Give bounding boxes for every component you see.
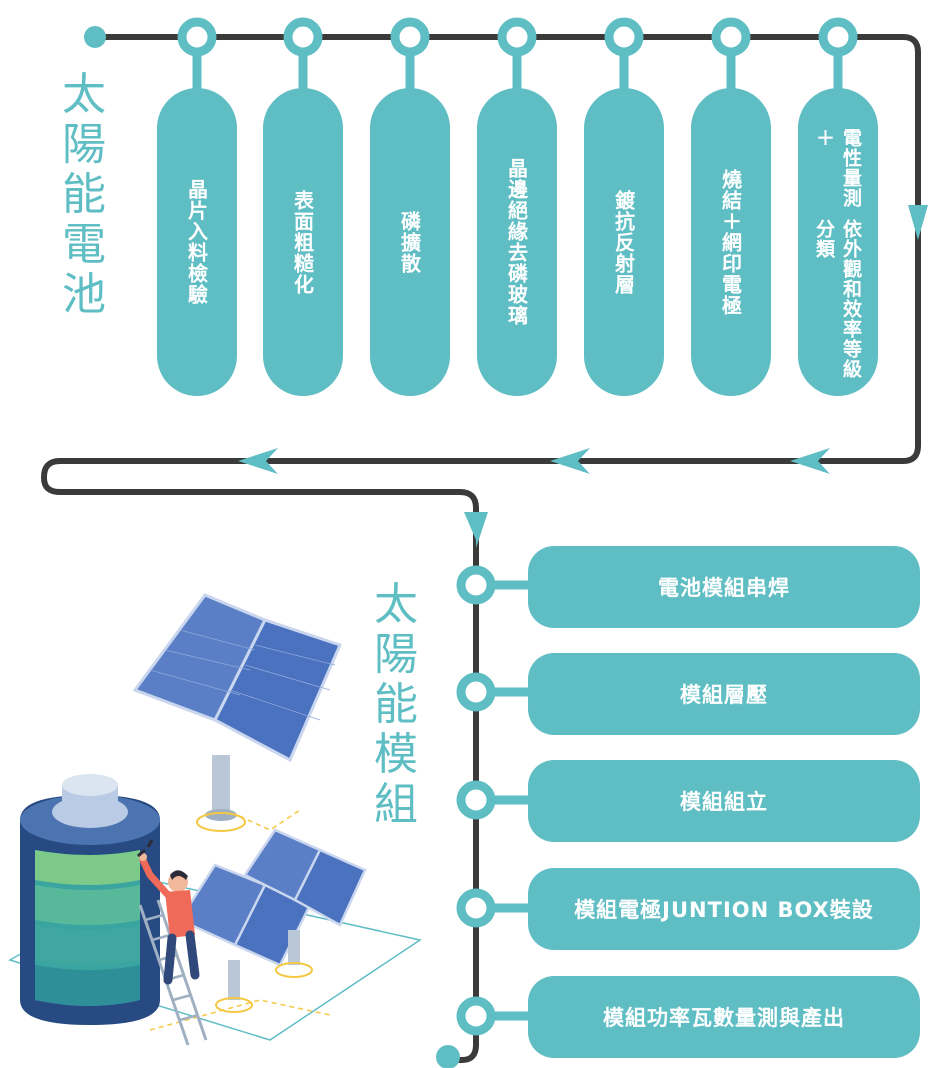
cell-step-2: 表面粗糙化 (263, 88, 343, 396)
cell-step-label-line-2: 電性量測＋ (813, 128, 862, 208)
process-path (41, 34, 921, 1063)
cell-title-char: 電 (62, 219, 106, 270)
cell-step-7: 依外觀和效率等級分類 電性量測＋ (798, 88, 878, 396)
cell-step-6: 燒結＋網印電極 (691, 88, 771, 396)
cell-step-3: 磷擴散 (370, 88, 450, 396)
module-step-label: 電池模組串焊 (658, 576, 790, 600)
cell-step-label: 晶邊絕緣去磷玻璃 (504, 158, 529, 326)
cell-title-char: 能 (62, 169, 106, 220)
module-title-char: 組 (374, 779, 418, 830)
arrow-down-right (908, 205, 928, 240)
cell-step-5: 鍍抗反射層 (584, 88, 664, 396)
cell-step-label-line-1: 依外觀和效率等級分類 (813, 218, 862, 379)
cell-title-char: 池 (62, 269, 106, 320)
end-dot (436, 1045, 460, 1068)
module-section-title: 太 陽 能 模 組 (374, 580, 418, 830)
cell-section-title: 太 陽 能 電 池 (62, 70, 106, 320)
cell-title-char: 陽 (62, 119, 106, 170)
module-title-char: 能 (374, 679, 418, 730)
module-step-1: 電池模組串焊 (528, 546, 920, 628)
module-step-label: 模組功率瓦數量測與產出 (603, 1006, 845, 1030)
battery-icon (20, 774, 160, 1025)
solar-panel-large-icon (132, 593, 343, 832)
module-nodes (456, 565, 532, 1036)
arrow-down-module (464, 512, 488, 548)
arrow-left-2 (550, 448, 590, 474)
module-step-label: 模組層壓 (680, 683, 768, 707)
cell-step-label: 鍍抗反射層 (611, 189, 636, 295)
solar-panel-small-icon (178, 828, 367, 1013)
cell-step-1: 晶片入料檢驗 (157, 88, 237, 396)
start-dot (84, 26, 106, 48)
cell-step-label: 磷擴散 (397, 210, 422, 274)
cell-title-char: 太 (62, 69, 106, 120)
module-title-char: 太 (374, 579, 418, 630)
worker-on-ladder-icon (137, 839, 208, 1046)
module-step-label: 模組電極JUNTION BOX裝設 (574, 898, 874, 922)
cell-step-label: 表面粗糙化 (290, 189, 315, 295)
cell-nodes (177, 17, 858, 92)
module-step-3: 模組組立 (528, 760, 920, 842)
module-step-2: 模組層壓 (528, 653, 920, 735)
module-step-4: 模組電極JUNTION BOX裝設 (528, 868, 920, 950)
module-step-label: 模組組立 (680, 790, 768, 814)
solar-illustration (8, 593, 422, 1046)
module-title-char: 模 (374, 729, 418, 780)
arrow-left-3 (238, 448, 278, 474)
cell-step-label: 晶片入料檢驗 (184, 179, 209, 305)
module-title-char: 陽 (374, 629, 418, 680)
cell-step-label: 燒結＋網印電極 (718, 168, 743, 316)
module-step-5: 模組功率瓦數量測與產出 (528, 976, 920, 1058)
arrow-left-1 (790, 448, 830, 474)
cell-step-4: 晶邊絕緣去磷玻璃 (477, 88, 557, 396)
